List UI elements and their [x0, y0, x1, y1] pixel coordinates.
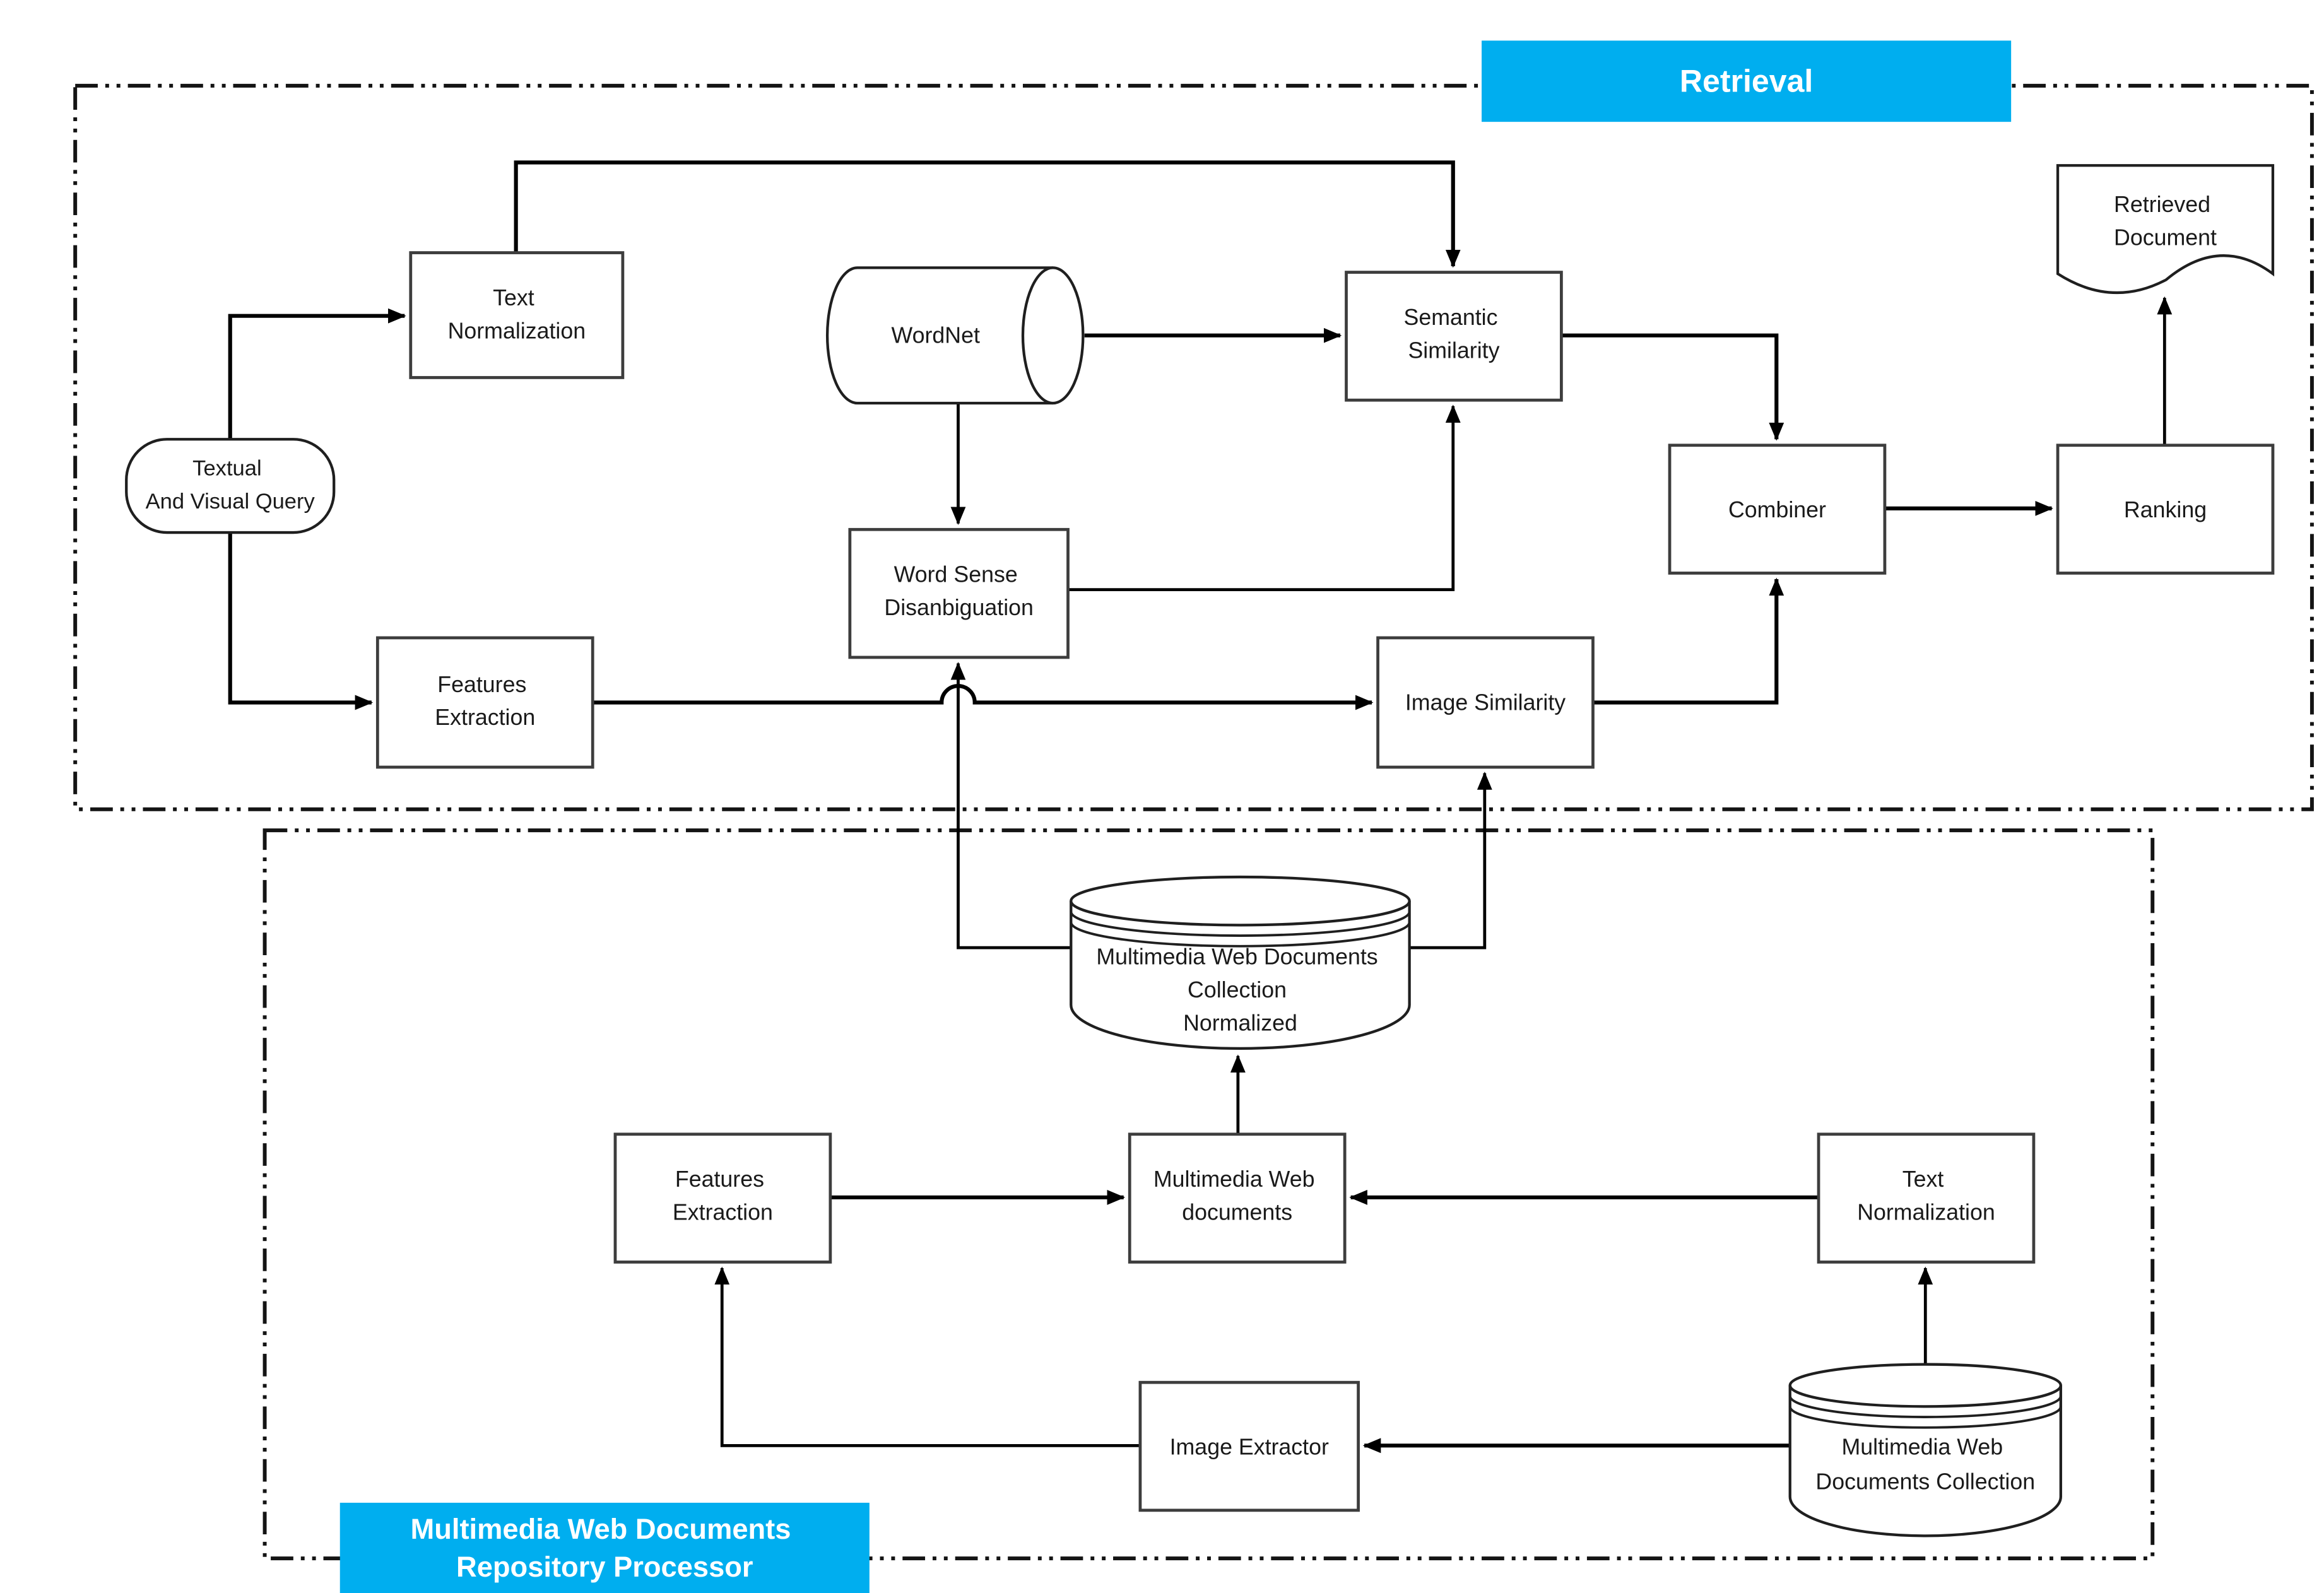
connector-query-to-features-extraction	[228, 532, 374, 710]
word-sense-disambiguation-label: Word Sense Disanbiguation	[884, 562, 1033, 620]
repository-banner-line: Multimedia Web Documents	[411, 1513, 791, 1545]
label-line: Multimedia Web	[1842, 1435, 2003, 1460]
text-normalization-bottom-label: Text Normalization	[1857, 1167, 1995, 1225]
semantic-similarity-box	[1345, 271, 1563, 402]
label-line: Similarity	[1408, 338, 1499, 363]
connector-word-sense-disambiguation-to-semantic-similarity	[1068, 404, 1461, 592]
image-similarity-box	[1376, 636, 1595, 769]
normalized-collection-cylinder-rim	[1070, 922, 1411, 948]
query-stadium-label: Textual And Visual Query	[146, 456, 316, 513]
multimedia-web-documents-box	[1128, 1132, 1347, 1264]
normalized-collection-label: Multimedia Web Documents Collection Norm…	[1096, 944, 1384, 1035]
label-line: Normalization	[448, 318, 586, 343]
connector-semantic-similarity-to-combiner	[1561, 333, 1784, 441]
connector-features-extraction-to-image-similarity	[593, 684, 1374, 710]
label-line: Textual	[192, 456, 261, 480]
features-extraction-bottom-box	[613, 1132, 832, 1264]
retrieval-region-border	[73, 83, 2314, 811]
text-normalization-top-box	[409, 251, 625, 379]
label-line: Documents Collection	[1815, 1469, 2035, 1494]
label-line: Text	[1902, 1167, 1944, 1192]
normalized-collection-cylinder-top	[1070, 875, 1411, 927]
retrieved-document-shape	[2056, 164, 2275, 295]
word-sense-disambiguation-node: Word Sense Disanbiguation	[848, 527, 1070, 659]
text-normalization-bottom-box	[1817, 1132, 2036, 1264]
semantic-similarity-label: Semantic Similarity	[1403, 305, 1504, 363]
label-line: Collection	[1188, 977, 1287, 1002]
image-extractor-node: Image Extractor	[1138, 1380, 1360, 1512]
retrieved-document-node: Retrieved Document	[2056, 164, 2275, 295]
label-line: Semantic	[1403, 305, 1497, 330]
label-line: Normalization	[1857, 1200, 1995, 1225]
retrieval-banner-label: Retrieval	[1680, 63, 1813, 98]
label-line: Normalized	[1183, 1010, 1297, 1035]
features-extraction-bottom-label: Features Extraction	[673, 1167, 773, 1225]
image-similarity-label: Image Similarity	[1405, 690, 1566, 715]
label-line: Text	[493, 285, 534, 310]
repository-banner-rect	[339, 1502, 870, 1593]
label-line: documents	[1182, 1200, 1292, 1225]
query-stadium-node: Textual And Visual Query	[125, 438, 336, 534]
documents-collection-cylinder-body	[1788, 1385, 2062, 1537]
repository-region-banner: Multimedia Web Documents Repository Proc…	[339, 1502, 870, 1593]
label-line: Features	[675, 1167, 764, 1192]
label-line: Multimedia Web Documents	[1096, 944, 1377, 969]
features-extraction-top-label: Features Extraction	[435, 672, 535, 730]
normalized-collection-cylinder-rim	[1070, 911, 1411, 937]
normalized-collection-cylinder-node: Multimedia Web Documents Collection Norm…	[1070, 875, 1411, 1050]
documents-collection-cylinder-rim	[1788, 1406, 2062, 1429]
label-line: Disanbiguation	[884, 595, 1033, 620]
text-normalization-bottom-node: Text Normalization	[1817, 1132, 2036, 1264]
label-line: Multimedia Web	[1153, 1167, 1315, 1192]
wordnet-label: WordNet	[892, 323, 980, 348]
image-extractor-label: Image Extractor	[1170, 1435, 1329, 1460]
features-extraction-top-box	[375, 636, 594, 769]
connector-image-extractor-to-features-extraction-bottom	[714, 1266, 1140, 1447]
label-line: Extraction	[673, 1200, 773, 1225]
combiner-node: Combiner	[1668, 444, 1887, 575]
ranking-node: Ranking	[2056, 444, 2275, 575]
connector-normalized-collection-to-image-similarity	[1409, 772, 1492, 949]
retrieval-banner-rect	[1482, 40, 2012, 122]
retrieved-document-label: Retrieved Document	[2114, 192, 2217, 250]
ranking-box	[2056, 444, 2275, 575]
image-similarity-node: Image Similarity	[1376, 636, 1595, 769]
query-stadium-shape	[125, 438, 336, 534]
label-line: Word Sense	[894, 562, 1018, 587]
multimedia-web-documents-node: Multimedia Web documents	[1128, 1132, 1347, 1264]
wordnet-cylinder-node: WordNet	[825, 266, 1085, 405]
label-line: Document	[2114, 225, 2217, 250]
label-line: And Visual Query	[146, 490, 316, 514]
connector-image-similarity-to-combiner	[1593, 577, 1784, 705]
text-normalization-top-node: Text Normalization	[409, 251, 625, 379]
label-line: Extraction	[435, 705, 535, 730]
semantic-similarity-node: Semantic Similarity	[1345, 271, 1563, 402]
connector-query-to-text-normalization	[228, 308, 406, 440]
combiner-label: Combiner	[1728, 497, 1826, 522]
word-sense-disambiguation-box	[848, 527, 1070, 659]
ranking-label: Ranking	[2124, 497, 2207, 522]
repository-banner-label: Multimedia Web Documents Repository Proc…	[411, 1513, 799, 1583]
connector-text-normalization-to-semantic-similarity	[514, 160, 1461, 268]
features-extraction-bottom-node: Features Extraction	[613, 1132, 832, 1264]
wordnet-cylinder-body	[825, 266, 1053, 405]
repository-region-border	[262, 828, 2155, 1561]
wordnet-cylinder-end	[1021, 266, 1085, 405]
documents-collection-label: Multimedia Web Documents Collection	[1815, 1435, 2035, 1495]
retrieval-region-banner: Retrieval	[1482, 40, 2012, 122]
combiner-box	[1668, 444, 1887, 575]
multimedia-web-documents-label: Multimedia Web documents	[1153, 1167, 1321, 1225]
documents-collection-cylinder-node: Multimedia Web Documents Collection	[1788, 1363, 2062, 1537]
repository-banner-line: Repository Processor	[456, 1551, 753, 1583]
text-normalization-top-label: Text Normalization	[448, 285, 586, 343]
connector-normalized-collection-to-word-sense-disambiguation	[950, 662, 1071, 949]
label-line: Retrieved	[2114, 192, 2210, 217]
features-extraction-top-node: Features Extraction	[375, 636, 594, 769]
documents-collection-cylinder-top	[1788, 1363, 2062, 1408]
normalized-collection-cylinder-body	[1070, 901, 1411, 1050]
label-line: Features	[437, 672, 526, 697]
documents-collection-cylinder-rim	[1788, 1396, 2062, 1418]
image-extractor-box	[1138, 1380, 1360, 1512]
